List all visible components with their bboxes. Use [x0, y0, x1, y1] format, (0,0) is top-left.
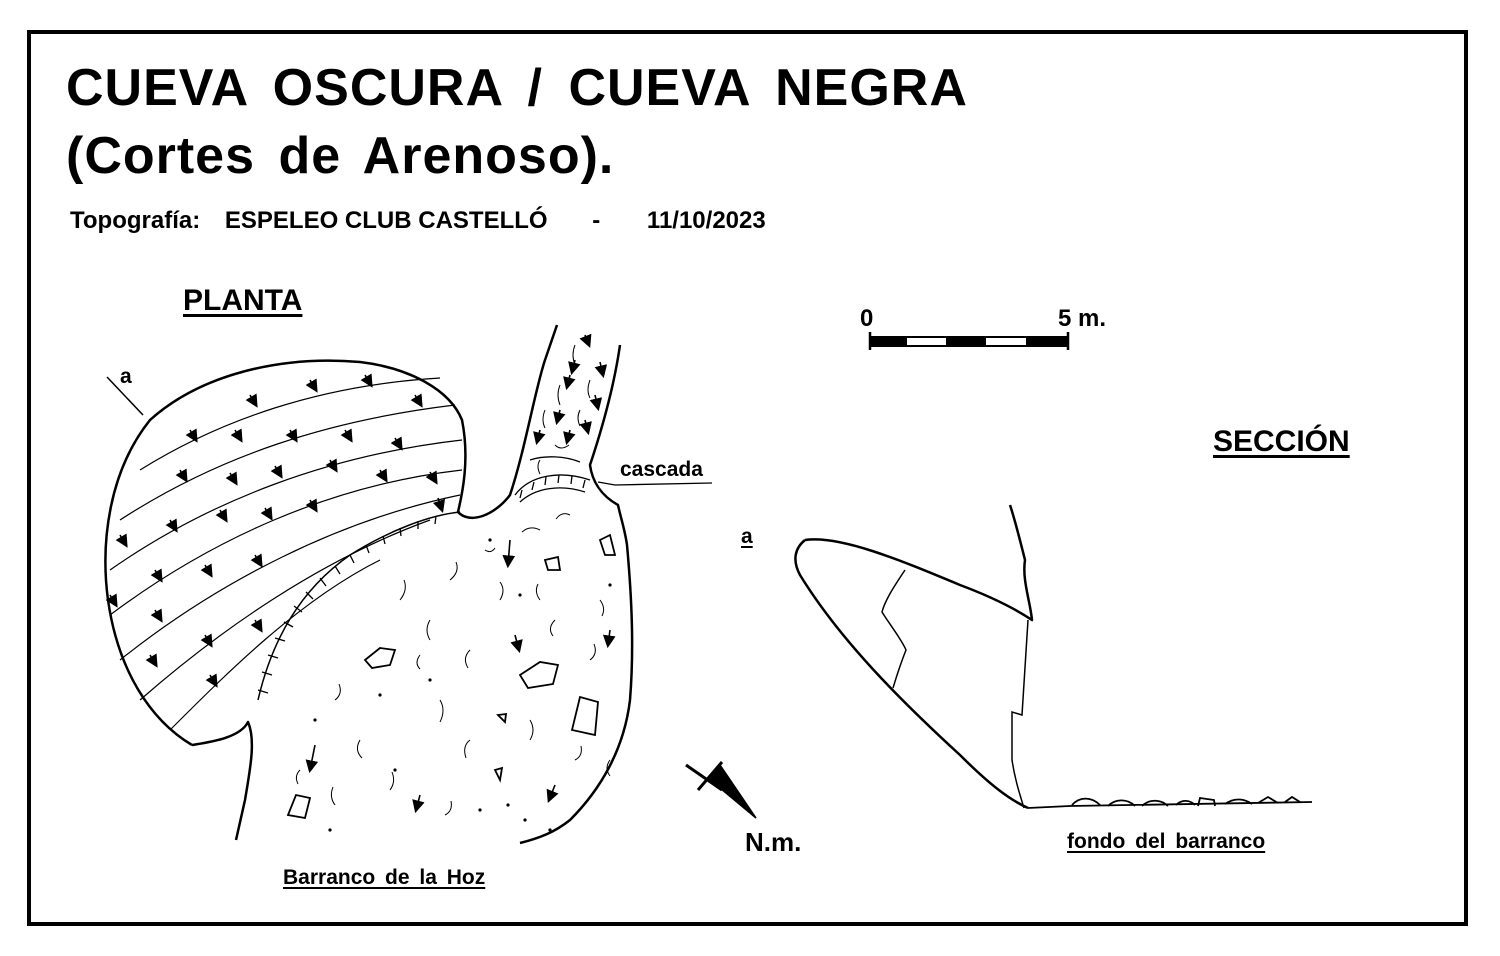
map-title: CUEVA OSCURA / CUEVA NEGRA	[66, 59, 968, 117]
credit-date: 11/10/2023	[646, 207, 766, 234]
ledge-line	[257, 511, 461, 701]
floor-dots	[313, 538, 612, 832]
scale-bar	[868, 332, 1070, 350]
waterfall-lip	[514, 456, 591, 503]
waterfall-pointer	[597, 481, 616, 486]
section-heading: SECCIÓN	[1213, 425, 1350, 458]
credit-club: ESPELEO CLUB CASTELLÓ	[224, 207, 548, 234]
map-location: (Cortes de Arenoso).	[66, 127, 615, 185]
plan-section-mark: a	[120, 365, 132, 388]
credit-separator: -	[592, 207, 601, 234]
waterfall-label-rule	[614, 482, 713, 486]
plan-heading: PLANTA	[183, 284, 303, 317]
slope-arrows	[105, 333, 616, 814]
section-inner-lines	[881, 569, 1029, 809]
scale-end-label: 5 m.	[1058, 305, 1107, 332]
floor-texture	[295, 513, 611, 816]
north-label: N.m.	[745, 827, 802, 857]
plan-section-line	[106, 376, 144, 416]
waterfall-label: cascada	[620, 458, 703, 481]
section-profile	[794, 504, 1034, 810]
plan-outline	[104, 324, 634, 845]
ravine-label: Barranco de la Hoz	[283, 866, 486, 889]
floor-label: fondo del barranco	[1067, 830, 1266, 853]
map-frame	[27, 30, 1468, 926]
credit-label: Topografía:	[70, 207, 201, 234]
ravine-floor	[1027, 795, 1313, 809]
ledge-ticks	[257, 515, 437, 694]
scale-start-label: 0	[860, 305, 874, 332]
survey-credit: Topografía: ESPELEO CLUB CASTELLÓ - 11/1…	[70, 207, 784, 235]
north-arrow-icon	[685, 761, 757, 819]
section-mark: a	[741, 525, 753, 548]
slope-lines	[109, 377, 463, 731]
stream-strokes	[537, 344, 591, 475]
floor-blocks	[286, 533, 617, 820]
